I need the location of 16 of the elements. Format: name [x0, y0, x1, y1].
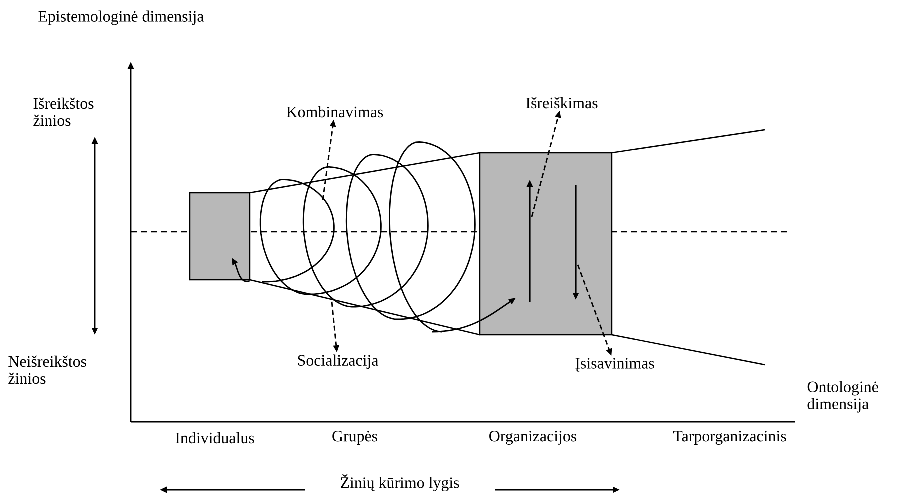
mode-label: Socializacija: [298, 354, 379, 370]
axis-label: Išreikštos žinios: [34, 98, 94, 126]
level-box: [479, 152, 613, 336]
axis-label: Ontologinė dimensija: [808, 381, 878, 413]
mode-label: Įsisavinimas: [576, 358, 654, 372]
axis-label: Organizacijos: [490, 431, 577, 445]
axis-label: Individualus: [176, 432, 254, 444]
axis-label: Epistemologinė dimensija: [38, 10, 204, 26]
axis-label: Grupės: [332, 431, 378, 445]
mode-label: Kombinavimas: [286, 106, 384, 118]
axis-label: Neišreikštos žinios: [8, 356, 86, 384]
spiral-drawing: [260, 142, 476, 333]
axis-label: Žinių kūrimo lygis: [341, 474, 460, 492]
axis-label: Tarporganizacinis: [673, 431, 786, 445]
mode-label: Išreiškimas: [526, 97, 598, 109]
level-box: [189, 192, 251, 281]
